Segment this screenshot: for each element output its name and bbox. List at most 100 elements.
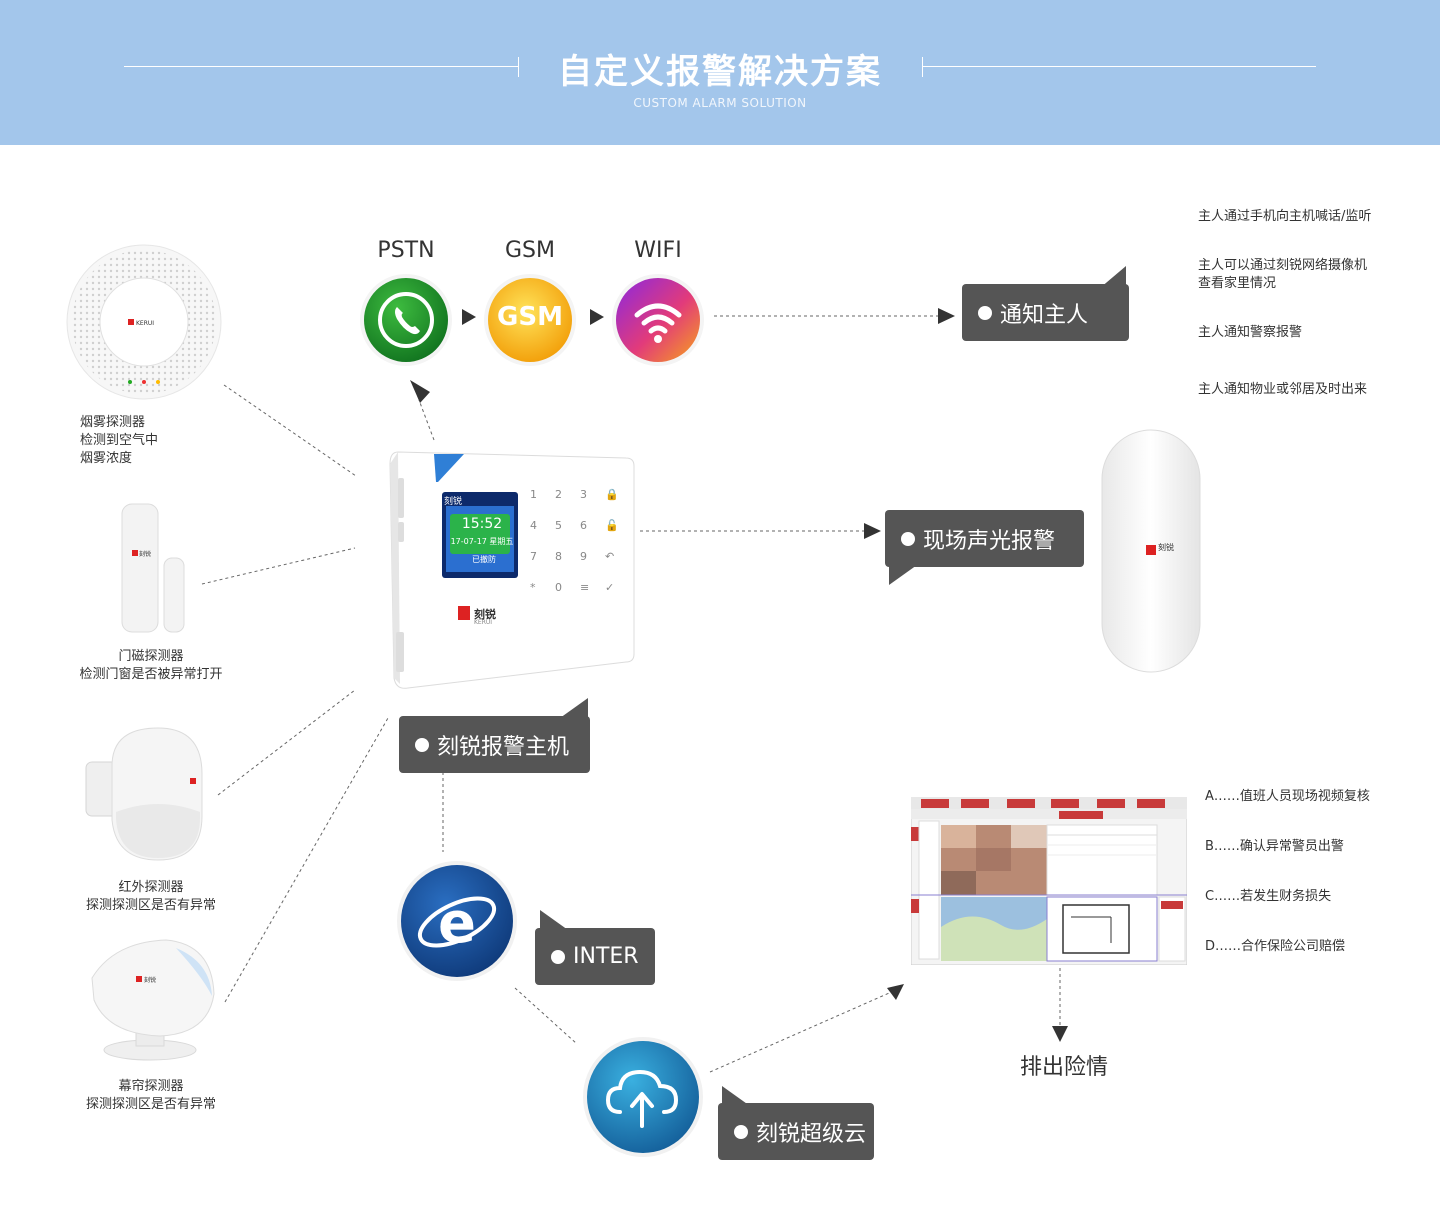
- key-9[interactable]: 9: [580, 550, 587, 563]
- smoke-detector-icon: KERUI: [66, 244, 222, 400]
- key-menu[interactable]: ≡: [580, 581, 590, 594]
- page-subtitle: CUSTOM ALARM SOLUTION: [633, 96, 807, 110]
- host-time: 15:52: [461, 516, 503, 532]
- arrow-siren: [864, 523, 881, 539]
- bullet-dot: [901, 531, 915, 546]
- arrow-up-channels: [410, 380, 430, 403]
- header-tick-left: [518, 57, 519, 77]
- header-tick-right: [922, 57, 923, 77]
- host-keypad: 1 2 3 🔒 4 5 6 🔓 7 8 9 ↶ * 0 ≡ ✓: [530, 488, 630, 612]
- host-bubble: 刻锐报警主机: [399, 716, 590, 773]
- arrow-pstn-gsm: [462, 309, 476, 325]
- cloud-bubble-text: 刻锐超级云: [756, 1121, 867, 1147]
- key-6[interactable]: 6: [580, 519, 587, 532]
- notify-item-2: 主人可以通过刻锐网络摄像机: [1198, 258, 1368, 273]
- gsm-icon: [484, 274, 576, 366]
- key-8[interactable]: 8: [555, 550, 562, 563]
- header-line-left: [124, 66, 518, 67]
- alarm-host-icon: [389, 451, 635, 689]
- pstn-label: PSTN: [377, 238, 435, 263]
- gsm-label: GSM: [505, 238, 555, 263]
- host-status: 已撤防: [472, 555, 496, 564]
- response-item-c: C……若发生财务损失: [1205, 889, 1332, 904]
- notify-bubble-tail: [1100, 266, 1126, 288]
- key-2[interactable]: 2: [555, 488, 562, 501]
- internet-node: e: [396, 860, 518, 982]
- key-lock-icon[interactable]: 🔒: [605, 488, 619, 501]
- host-brand: 刻锐: [444, 497, 463, 507]
- key-back-icon[interactable]: ↶: [605, 550, 615, 563]
- bullet-dot: [551, 949, 565, 964]
- cloud-icon: [583, 1037, 703, 1157]
- link-curtain: [224, 717, 389, 1003]
- door-sensor-icon: 刻锐: [121, 503, 185, 633]
- response-item-a: A……值班人员现场视频复核: [1205, 789, 1370, 804]
- host-logo-sub: KERUI: [474, 619, 493, 626]
- pir-sensor-image: [82, 726, 206, 862]
- pir-sensor-label: 红外探测器 探测探测区是否有异常: [66, 879, 236, 915]
- gsm-icon-text: GSM: [497, 302, 563, 332]
- key-7[interactable]: 7: [530, 550, 537, 563]
- header-banner: [0, 0, 1440, 145]
- key-unlock-icon[interactable]: 🔓: [605, 519, 619, 532]
- host-logo: 刻锐: [474, 608, 496, 621]
- siren-bubble: 现场声光报警: [885, 510, 1084, 567]
- arrow-gsm-wifi: [590, 309, 604, 325]
- smoke-detector-desc-2: 烟雾浓度: [80, 451, 133, 466]
- response-item-b: B……确认异常警员出警: [1205, 839, 1344, 854]
- svg-text:刻锐: 刻锐: [144, 976, 156, 984]
- monitoring-software-image: [910, 796, 1188, 966]
- arrow-notify: [938, 308, 955, 324]
- door-sensor-name: 门磁探测器: [118, 649, 184, 664]
- key-3[interactable]: 3: [580, 488, 587, 501]
- curtain-sensor-image: 刻锐: [84, 938, 220, 1062]
- key-confirm[interactable]: ✓: [605, 581, 615, 594]
- resolve-label: 排出险情: [1020, 1055, 1109, 1080]
- link-cloud-monitor: [709, 989, 897, 1073]
- svg-text:KERUI: KERUI: [136, 320, 154, 327]
- link-ie-cloud: [514, 987, 578, 1045]
- cloud-bubble: 刻锐超级云: [718, 1103, 874, 1160]
- key-0[interactable]: 0: [555, 581, 562, 594]
- phone-icon: [360, 274, 452, 366]
- monitoring-screen-icon: [910, 796, 1188, 966]
- key-star[interactable]: *: [530, 581, 536, 594]
- siren-image: [1100, 428, 1202, 674]
- cloud-bubble-tail: [722, 1086, 750, 1106]
- siren-bubble-text: 现场声光报警: [923, 528, 1056, 554]
- wifi-label: WIFI: [634, 238, 682, 263]
- curtain-sensor-icon: 刻锐: [91, 939, 215, 1061]
- smoke-detector-image: KERUI: [66, 244, 222, 400]
- notify-item-1: 主人通过手机向主机喊话/监听: [1198, 209, 1372, 224]
- smoke-detector-desc-1: 检测到空气中: [80, 433, 159, 448]
- pir-sensor-icon: [85, 727, 203, 861]
- host-bubble-text: 刻锐报警主机: [437, 734, 570, 760]
- curtain-sensor-name: 幕帘探测器: [118, 1079, 184, 1094]
- svg-text:刻锐: 刻锐: [139, 550, 151, 558]
- arrow-resolve: [1052, 1026, 1068, 1042]
- siren-bubble-tail: [889, 565, 917, 585]
- notify-item-3: 主人通知警察报警: [1198, 325, 1303, 340]
- siren-icon: [1101, 429, 1201, 673]
- pir-sensor-name: 红外探测器: [118, 880, 184, 895]
- link-smoke: [223, 384, 357, 477]
- wifi-channel: [611, 273, 705, 367]
- key-4[interactable]: 4: [530, 519, 537, 532]
- host-bubble-tail: [560, 698, 588, 718]
- key-1[interactable]: 1: [530, 488, 537, 501]
- door-sensor-desc: 检测门窗是否被异常打开: [79, 667, 223, 682]
- notify-owner-bubble: 通知主人: [962, 284, 1129, 341]
- bullet-dot: [734, 1124, 748, 1139]
- ie-icon: e: [397, 861, 517, 981]
- alarm-host-image: [356, 448, 660, 692]
- smoke-detector-label: 烟雾探测器 检测到空气中 烟雾浓度: [80, 414, 220, 468]
- inter-bubble: INTER: [535, 928, 655, 985]
- curtain-sensor-desc: 探测探测区是否有异常: [85, 1097, 216, 1112]
- door-sensor-label: 门磁探测器 检测门窗是否被异常打开: [66, 648, 236, 684]
- arrow-monitor: [887, 984, 904, 1000]
- cloud-node: [582, 1036, 704, 1158]
- smoke-detector-name: 烟雾探测器: [80, 415, 146, 430]
- door-sensor-image: 刻锐: [120, 502, 186, 634]
- key-5[interactable]: 5: [555, 519, 562, 532]
